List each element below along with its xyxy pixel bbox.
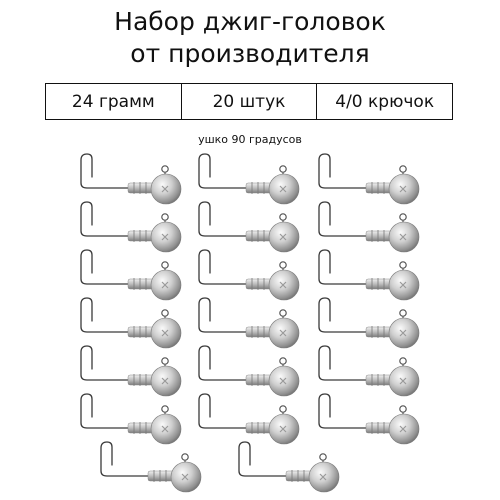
spec-hook-size: 4/0 крючок <box>335 91 435 112</box>
jig-head <box>318 297 420 349</box>
jig-head <box>80 201 182 253</box>
eye-angle-caption: ушко 90 градусов <box>198 133 302 146</box>
specs-table: 24 грамм 20 штук 4/0 крючок <box>45 83 453 120</box>
jig-head <box>318 393 420 445</box>
jig-head <box>198 297 300 349</box>
spec-quantity: 20 штук <box>182 84 318 119</box>
jig-head <box>80 345 182 397</box>
jig-head <box>198 249 300 301</box>
title-line-2: от производителя <box>130 39 370 68</box>
jig-head <box>198 345 300 397</box>
jig-head <box>80 153 182 205</box>
jig-head <box>198 201 300 253</box>
jig-head <box>318 201 420 253</box>
jig-head <box>100 441 202 493</box>
jig-head <box>80 393 182 445</box>
jig-head <box>198 153 300 205</box>
jig-head <box>80 249 182 301</box>
jig-heads-photo <box>80 153 420 493</box>
jig-head <box>318 345 420 397</box>
spec-weight: 24 грамм <box>46 84 182 119</box>
jig-head <box>318 249 420 301</box>
product-title: Набор джиг-головок от производителя <box>0 6 500 70</box>
jig-head <box>80 297 182 349</box>
jig-head <box>198 393 300 445</box>
jig-head <box>238 441 340 493</box>
jig-head <box>318 153 420 205</box>
title-line-1: Набор джиг-головок <box>114 7 386 36</box>
